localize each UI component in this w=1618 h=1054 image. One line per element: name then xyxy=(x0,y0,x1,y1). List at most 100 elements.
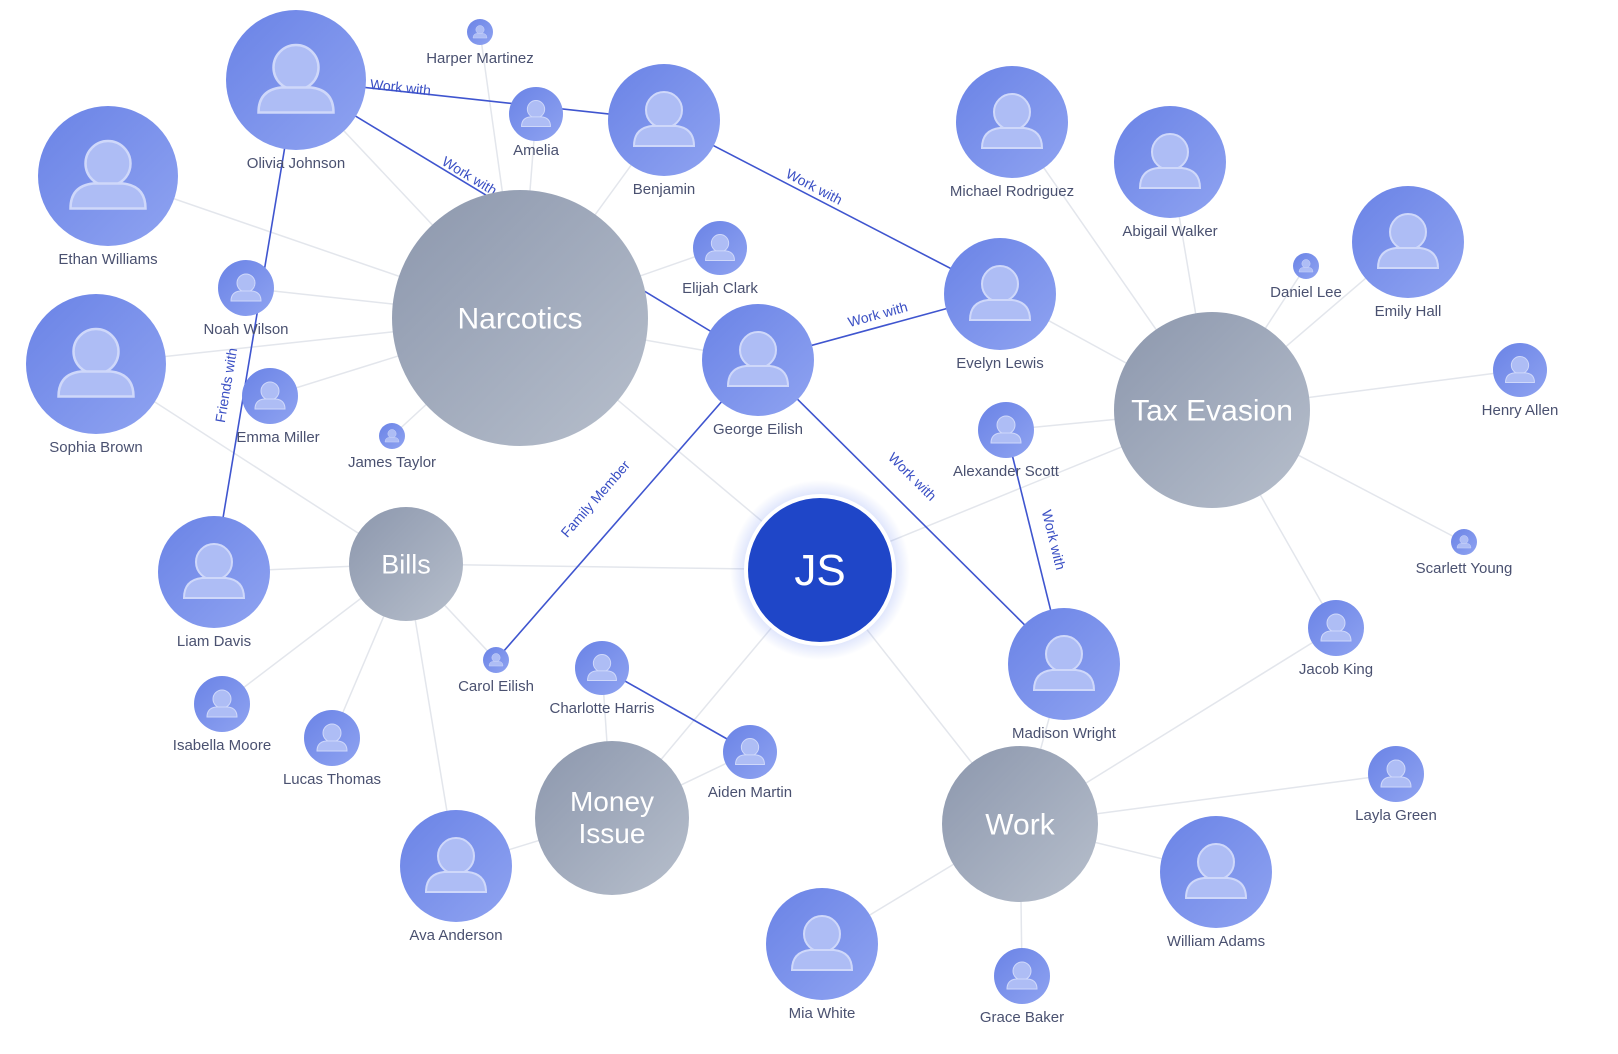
person-name: Layla Green xyxy=(1355,807,1437,824)
topic-node-work[interactable]: Work xyxy=(942,746,1098,902)
person-node-william[interactable]: William Adams xyxy=(1160,816,1272,950)
person-icon xyxy=(1505,356,1535,384)
person-node-henry[interactable]: Henry Allen xyxy=(1482,343,1559,419)
person-icon xyxy=(1298,259,1314,273)
relation-label: Family Member xyxy=(557,457,633,540)
topic-label: Issue xyxy=(579,818,646,849)
person-node-michael[interactable]: Michael Rodriguez xyxy=(950,66,1074,200)
topic-node-tax[interactable]: Tax Evasion xyxy=(1114,312,1310,508)
person-node-olivia[interactable]: Olivia Johnson xyxy=(226,10,366,172)
person-name: Michael Rodriguez xyxy=(950,183,1074,200)
person-node-elijah[interactable]: Elijah Clark xyxy=(682,221,758,297)
person-node-layla[interactable]: Layla Green xyxy=(1355,746,1437,824)
person-name: George Eilish xyxy=(713,421,803,438)
person-node-isabella[interactable]: Isabella Moore xyxy=(173,676,271,754)
relation-label: Work with xyxy=(846,298,909,330)
center-node[interactable]: JS xyxy=(730,480,910,660)
person-node-george[interactable]: George Eilish xyxy=(702,304,814,438)
relation-label: Work with xyxy=(369,76,432,99)
center-circle xyxy=(748,498,892,642)
person-node-alexander[interactable]: Alexander Scott xyxy=(953,402,1060,480)
person-icon xyxy=(316,723,348,752)
person-name: Elijah Clark xyxy=(682,280,758,297)
person-icon xyxy=(1184,843,1248,899)
person-name: James Taylor xyxy=(348,454,436,471)
person-name: Daniel Lee xyxy=(1270,284,1342,301)
person-icon xyxy=(705,234,735,262)
person-node-ava[interactable]: Ava Anderson xyxy=(400,810,512,944)
topic-circle xyxy=(392,190,648,446)
person-icon xyxy=(57,327,135,398)
person-node-charlotte[interactable]: Charlotte Harris xyxy=(549,641,655,717)
relation-charlotte-aiden[interactable] xyxy=(601,667,751,753)
person-node-daniel[interactable]: Daniel Lee xyxy=(1270,253,1342,301)
person-node-lucas[interactable]: Lucas Thomas xyxy=(283,710,381,788)
topic-label: Money xyxy=(570,786,654,817)
person-node-madison[interactable]: Madison Wright xyxy=(1008,608,1120,742)
person-name: William Adams xyxy=(1167,933,1265,950)
person-name: Grace Baker xyxy=(980,1009,1064,1026)
person-name: Aiden Martin xyxy=(708,784,792,801)
topic-node-narcotics[interactable]: Narcotics xyxy=(392,190,648,446)
person-node-noah[interactable]: Noah Wilson xyxy=(203,260,289,338)
topic-label: Bills xyxy=(381,549,431,579)
person-node-aiden[interactable]: Aiden Martin xyxy=(708,725,792,801)
person-node-harper[interactable]: Harper Martinez xyxy=(426,19,534,67)
person-node-benjamin[interactable]: Benjamin xyxy=(608,64,720,198)
person-name: Abigail Walker xyxy=(1122,223,1217,240)
person-node-amelia[interactable]: Amelia xyxy=(509,87,563,159)
person-name: Emily Hall xyxy=(1375,303,1442,320)
person-icon xyxy=(968,265,1032,321)
person-node-emma[interactable]: Emma Miller xyxy=(236,368,320,446)
person-name: Sophia Brown xyxy=(49,439,142,456)
person-icon xyxy=(206,689,238,718)
person-node-jacob[interactable]: Jacob King xyxy=(1299,600,1373,678)
relation-olivia-liam[interactable] xyxy=(213,79,297,573)
person-icon xyxy=(257,43,335,114)
person-node-grace[interactable]: Grace Baker xyxy=(980,948,1064,1026)
person-name: Charlotte Harris xyxy=(549,700,654,717)
person-node-sophia[interactable]: Sophia Brown xyxy=(26,294,166,456)
person-icon xyxy=(735,738,765,766)
person-name: Alexander Scott xyxy=(953,463,1060,480)
person-name: Emma Miller xyxy=(236,429,319,446)
person-node-emily[interactable]: Emily Hall xyxy=(1352,186,1464,320)
person-name: Scarlett Young xyxy=(1416,560,1513,577)
topic-node-bills[interactable]: Bills xyxy=(349,507,463,621)
topic-label: Tax Evasion xyxy=(1131,395,1293,428)
relation-george-madison[interactable] xyxy=(757,359,1065,665)
person-node-ethan[interactable]: Ethan Williams xyxy=(38,106,178,268)
person-icon xyxy=(790,915,854,971)
person-node-scarlett[interactable]: Scarlett Young xyxy=(1416,529,1513,577)
relation-label: Friends with xyxy=(212,347,240,424)
person-icon xyxy=(182,543,246,599)
person-name: Olivia Johnson xyxy=(247,155,345,172)
person-icon xyxy=(1006,961,1038,990)
relation-benjamin-evelyn[interactable] xyxy=(663,119,1001,295)
person-node-james[interactable]: James Taylor xyxy=(348,423,436,471)
person-icon xyxy=(1380,759,1412,788)
person-icon xyxy=(69,139,147,210)
relation-george-carol[interactable] xyxy=(495,359,759,661)
topic-circle xyxy=(349,507,463,621)
person-name: Ava Anderson xyxy=(409,927,502,944)
person-icon xyxy=(488,653,504,667)
person-icon xyxy=(472,25,488,39)
person-icon xyxy=(980,93,1044,149)
relation-label: Work with xyxy=(1039,508,1069,571)
person-icon xyxy=(726,331,790,387)
person-node-mia[interactable]: Mia White xyxy=(766,888,878,1022)
person-node-liam[interactable]: Liam Davis xyxy=(158,516,270,650)
person-node-abigail[interactable]: Abigail Walker xyxy=(1114,106,1226,240)
person-node-evelyn[interactable]: Evelyn Lewis xyxy=(944,238,1056,372)
person-name: Jacob King xyxy=(1299,661,1373,678)
person-icon xyxy=(521,100,551,128)
person-name: Harper Martinez xyxy=(426,50,534,67)
person-name: Mia White xyxy=(789,1005,856,1022)
person-node-carol[interactable]: Carol Eilish xyxy=(458,647,534,695)
topic-circle xyxy=(535,741,689,895)
person-icon xyxy=(230,273,262,302)
